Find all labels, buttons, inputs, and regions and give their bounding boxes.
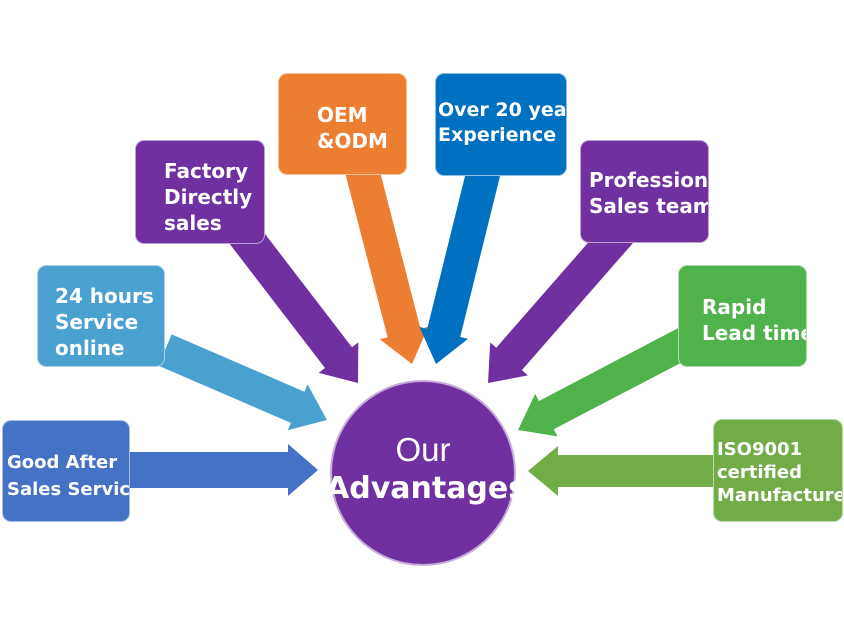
advantage-label-line: Directly — [164, 185, 253, 209]
advantage-label-line: OEM — [317, 103, 368, 127]
advantage-rapid-lead-time: Rapid Lead time — [678, 265, 807, 367]
arrow-oem-odm — [345, 165, 429, 364]
advantage-label-line: Professional — [589, 168, 709, 192]
advantage-label-line: certified — [717, 462, 802, 483]
advantage-label-line: Good After — [7, 452, 118, 473]
advantage-label-line: Factory — [164, 159, 249, 183]
advantage-label-line: Sales Service — [7, 479, 130, 500]
arrow-sales-team — [488, 220, 633, 383]
advantage-24-hours-service-online: 24 hours Service online — [37, 265, 165, 367]
arrow-iso — [528, 446, 714, 496]
center-title-line2: Advantages — [326, 471, 527, 506]
advantage-over-20-years-experience: Over 20 years Experience — [435, 73, 567, 176]
arrow-good-after — [130, 444, 318, 496]
advantage-label-line: Service — [55, 310, 139, 334]
arrow-years — [419, 165, 501, 364]
advantage-label-line: Lead time — [702, 321, 807, 345]
advantage-label-line: Sales team — [589, 194, 709, 218]
center-title-line1: Our — [395, 431, 451, 468]
advantage-label-line: ISO9001 — [717, 439, 803, 460]
advantage-professional-sales-team: Professional Sales team — [580, 140, 709, 243]
advantage-label-line: Rapid — [702, 295, 767, 319]
advantage-good-after-sales-service: Good After Sales Service — [2, 420, 130, 522]
arrow-factory — [228, 221, 359, 383]
advantage-label-line: 24 hours — [55, 284, 154, 308]
advantage-label-line: &ODM — [317, 129, 388, 153]
advantage-iso9001-certified-manufacturer: ISO9001 certified Manufacturer — [713, 419, 843, 522]
advantage-label-line: Manufacturer — [717, 485, 843, 506]
advantage-label-line: online — [55, 336, 125, 360]
advantage-factory-directly-sales: Factory Directly sales — [135, 140, 265, 244]
advantage-oem-odm: OEM &ODM — [278, 73, 407, 175]
advantage-label-line: Experience — [438, 124, 557, 146]
center-circle: Our Advantages — [326, 380, 526, 566]
advantage-label-line: Over 20 years — [438, 99, 567, 121]
arrow-service-online — [158, 334, 327, 431]
arrow-rapid — [518, 325, 698, 437]
advantage-label-line: sales — [164, 211, 222, 235]
